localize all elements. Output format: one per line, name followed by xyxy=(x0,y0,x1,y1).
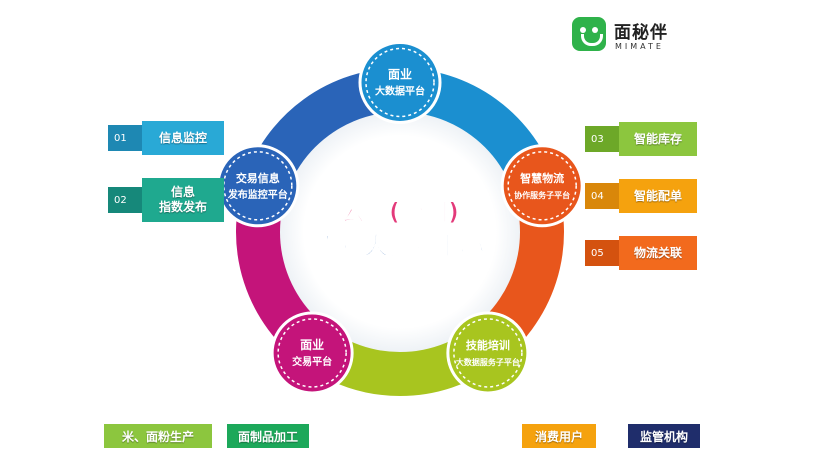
node-subtitle: 交易平台 xyxy=(292,355,332,368)
node-dashed-ring xyxy=(277,318,347,388)
node-dashed-ring xyxy=(365,47,435,118)
right-tag-04: 04 智能配单 xyxy=(585,179,697,213)
bottom-label-consumers: 消费用户 xyxy=(522,424,596,448)
node-dashed-ring xyxy=(507,151,577,221)
left-tag-02: 02 信息指数发布 xyxy=(108,178,224,222)
tag-label: 物流关联 xyxy=(619,236,697,270)
tag-label: 智能库存 xyxy=(619,122,697,156)
node-circle xyxy=(358,41,442,124)
left-tag-01: 01 信息监控 xyxy=(108,121,224,155)
node-subtitle: 发布监控平台 xyxy=(227,188,288,201)
node-subtitle: 大数据服务子平台 xyxy=(456,357,520,367)
tag-number: 04 xyxy=(585,183,619,209)
tag-label: 信息监控 xyxy=(142,121,224,155)
tag-number: 02 xyxy=(108,187,142,213)
bottom-label-regulators: 监管机构 xyxy=(628,424,700,448)
node-title: 面业 xyxy=(300,337,324,352)
node-dashed-ring xyxy=(453,318,523,388)
tag-label: 智能配单 xyxy=(619,179,697,213)
center-title-line1: 云阳(全国) xyxy=(341,198,459,226)
tag-number: 05 xyxy=(585,240,619,266)
node-circle xyxy=(500,144,584,228)
node-title: 面业 xyxy=(388,67,412,82)
tag-number: 03 xyxy=(585,126,619,152)
node-subtitle: 大数据平台 xyxy=(375,85,425,98)
right-tag-05: 05 物流关联 xyxy=(585,236,697,270)
logo-en-text: MIMATE xyxy=(615,42,664,51)
bottom-label-rice-flour: 米、面粉生产 xyxy=(104,424,212,448)
tag-number: 01 xyxy=(108,125,142,151)
tag-label: 信息指数发布 xyxy=(142,178,224,222)
node-dashed-ring xyxy=(223,151,293,221)
center-title-line2: 面业大数据中心 xyxy=(316,232,484,260)
node-title: 交易信息 xyxy=(236,171,280,185)
logo-mark-icon xyxy=(572,17,606,51)
right-tag-03: 03 智能库存 xyxy=(585,122,697,156)
bottom-label-processing: 面制品加工 xyxy=(227,424,309,448)
node-subtitle: 协作服务子平台 xyxy=(514,190,570,200)
logo-cn-text: 面秘伴 xyxy=(614,23,668,43)
node-circle xyxy=(216,144,300,228)
node-title: 智慧物流 xyxy=(520,171,564,185)
node-circle xyxy=(270,311,354,395)
node-circle xyxy=(446,311,530,395)
tag-label-line: 信息 xyxy=(170,185,195,199)
mimate-logo: 面秘伴 MIMATE xyxy=(572,17,702,57)
node-title: 技能培训 xyxy=(466,338,510,352)
tag-label-line: 指数发布 xyxy=(158,200,207,214)
